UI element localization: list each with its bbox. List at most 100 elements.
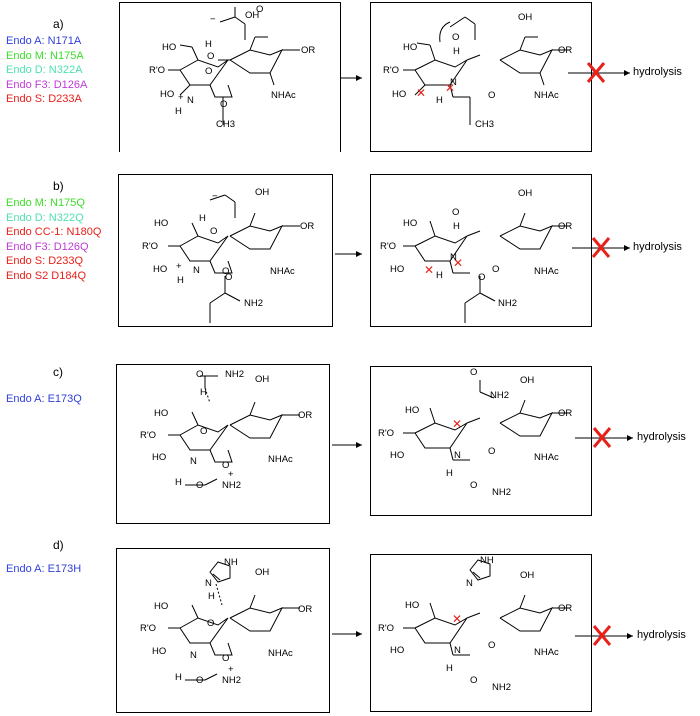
glcnac-sugar-right	[499, 399, 570, 437]
atom-label: O	[196, 480, 203, 491]
mutant-label: Endo F3: D126Q	[6, 240, 89, 253]
atom-label: HO	[390, 645, 404, 656]
enzyme-box-intermediate	[370, 174, 592, 327]
atom-label: O	[488, 640, 495, 651]
panel-d: d) Endo A: E173H	[0, 538, 700, 716]
atom-label: OH	[520, 375, 534, 386]
oxazolinium-sugar	[168, 604, 233, 656]
atom-label: O	[225, 272, 232, 283]
amide-residue-top-right	[479, 380, 495, 399]
atom-label: NH2	[492, 487, 511, 498]
oxocarbenium-sugar	[403, 407, 481, 461]
block-x-mark	[592, 625, 612, 646]
glcnac-sugar	[229, 212, 300, 250]
atom-label: O	[470, 480, 477, 491]
atom-label: O	[488, 90, 495, 101]
atom-label: N	[466, 578, 473, 589]
atom-label: O	[488, 446, 495, 457]
atom-label: O	[492, 264, 499, 275]
atom-label: R'O	[383, 65, 399, 76]
bond-mark: ✕	[453, 256, 463, 270]
product-label: hydrolysis	[633, 66, 682, 78]
atom-label: O	[222, 266, 229, 277]
block-x-mark	[592, 427, 612, 448]
mutant-label: Endo S2 D184Q	[6, 269, 87, 282]
enzyme-box-intermediate	[370, 366, 592, 516]
atom-label: NHAc	[534, 90, 559, 101]
atom-label: H	[446, 663, 453, 674]
atom-label: NHAc	[271, 90, 296, 101]
atom-label: O	[220, 99, 227, 110]
atom-label: H	[208, 591, 215, 602]
atom-label: OH	[255, 187, 269, 198]
atom-label: O	[452, 32, 459, 43]
glcnac-sugar	[218, 36, 300, 86]
atom-label: OH	[245, 10, 259, 21]
glcnac-sugar-right	[499, 594, 570, 632]
enzyme-box-substrate	[116, 548, 330, 713]
atom-label: NH2	[222, 675, 241, 686]
glcnac-sugar-right	[499, 212, 570, 250]
panel-b: b) Endo M: N175Q Endo D: N322Q Endo CC-1…	[0, 168, 700, 343]
atom-label: OR	[300, 221, 314, 232]
atom-label: NH2	[244, 298, 263, 309]
mutant-list: Endo M: N175Q Endo D: N322Q Endo CC-1: N…	[6, 196, 101, 284]
atom-label: HO	[390, 450, 404, 461]
atom-label: N	[450, 252, 457, 263]
oxazolinium-sugar	[168, 222, 233, 274]
enzyme-box-substrate	[116, 364, 330, 524]
glcnac-sugar-right	[499, 36, 570, 86]
mutant-list: Endo A: E173Q	[6, 392, 82, 407]
amide-residue-bottom	[185, 673, 218, 681]
atom-label: NH	[224, 557, 238, 568]
mutant-list: Endo A: E173H	[6, 562, 81, 577]
bond-mark: ✕	[445, 81, 455, 95]
reaction-scheme-a: ✕ ✕ HO R'O HO O O H O N + H CH3 OH OR NH…	[149, 4, 630, 130]
atom-label: OH	[255, 567, 269, 578]
atom-label: H	[200, 387, 207, 398]
atom-label: N	[454, 645, 461, 656]
atom-label: O	[222, 460, 229, 471]
bond-mark: ✕	[452, 417, 462, 431]
charge-label: −	[212, 191, 218, 202]
mutant-label: Endo S: D233A	[6, 93, 82, 106]
atom-label: O	[478, 272, 485, 283]
atom-label: R'O	[380, 241, 396, 252]
atom-label: R'O	[142, 241, 158, 252]
atom-label: O	[200, 426, 207, 437]
atom-label: HO	[162, 42, 176, 53]
atom-label: HO	[154, 408, 168, 419]
oxocarbenium-sugar	[403, 602, 481, 656]
atom-label: OR	[558, 45, 572, 56]
atom-label: O	[210, 226, 217, 237]
atom-label: HO	[154, 218, 168, 229]
atom-label: R'O	[140, 623, 156, 634]
product-label: hydrolysis	[633, 241, 682, 253]
atom-label: NH2	[492, 682, 511, 693]
atom-label: HO	[403, 218, 417, 229]
atom-label: NH2	[490, 390, 509, 401]
atom-label: OR	[301, 45, 315, 56]
atom-label: OH	[255, 374, 269, 385]
mutant-list: Endo A: N171A Endo M: N175A Endo D: N322…	[6, 34, 87, 107]
atom-label: H	[177, 275, 184, 286]
mutant-label: Endo D: N322A	[6, 64, 83, 77]
atom-label: HO	[405, 405, 419, 416]
charge-label: +	[176, 261, 182, 272]
atom-label: NH2	[498, 298, 517, 309]
enzyme-box-substrate	[118, 174, 333, 327]
atom-label: H	[436, 270, 443, 281]
panel-c: c) Endo A: E173Q	[0, 350, 700, 530]
atom-label: R'O	[378, 623, 394, 634]
charge-label: −	[210, 14, 216, 25]
atom-label: OH	[518, 188, 532, 199]
atom-label: O	[205, 66, 212, 77]
atom-label: HO	[152, 646, 166, 657]
mutant-label: Endo A: E173Q	[6, 393, 82, 405]
mutant-label: Endo D: N322Q	[6, 211, 84, 224]
oxazolinium-sugar	[168, 411, 233, 463]
atom-label: OH	[518, 12, 532, 23]
imidazole-ring	[209, 561, 231, 606]
atom-label: OR	[298, 604, 312, 615]
atom-label: HO	[153, 264, 167, 275]
